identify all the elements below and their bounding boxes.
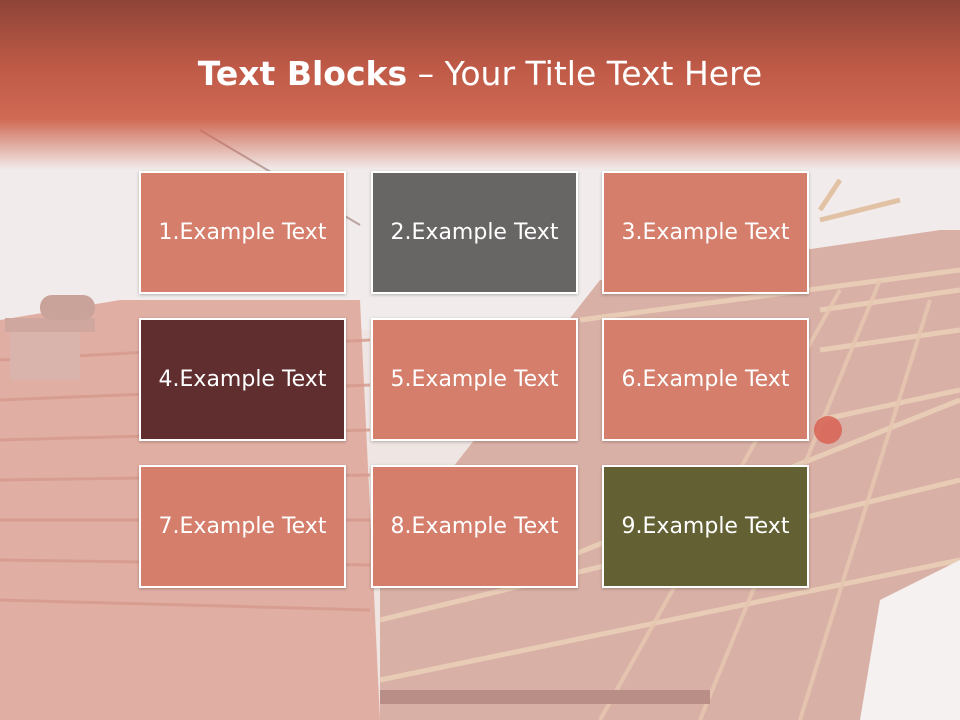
text-block-label: 5.Example Text xyxy=(390,367,559,392)
text-block-label: 4.Example Text xyxy=(158,367,327,392)
text-block-7[interactable]: 7.Example Text xyxy=(139,465,346,588)
text-block-2[interactable]: 2.Example Text xyxy=(371,171,578,294)
text-block-3[interactable]: 3.Example Text xyxy=(602,171,809,294)
text-block-label: 7.Example Text xyxy=(158,514,327,539)
text-block-label: 8.Example Text xyxy=(390,514,559,539)
text-block-4[interactable]: 4.Example Text xyxy=(139,318,346,441)
title-rest-text: – Your Title Text Here xyxy=(407,54,763,93)
text-block-6[interactable]: 6.Example Text xyxy=(602,318,809,441)
text-block-label: 9.Example Text xyxy=(621,514,790,539)
text-block-1[interactable]: 1.Example Text xyxy=(139,171,346,294)
text-block-label: 6.Example Text xyxy=(621,367,790,392)
text-block-label: 1.Example Text xyxy=(158,220,327,245)
title-bold-text: Text Blocks xyxy=(197,54,408,93)
text-block-5[interactable]: 5.Example Text xyxy=(371,318,578,441)
text-block-label: 2.Example Text xyxy=(390,220,559,245)
text-block-8[interactable]: 8.Example Text xyxy=(371,465,578,588)
text-block-label: 3.Example Text xyxy=(621,220,790,245)
slide-title: Text Blocks – Your Title Text Here xyxy=(0,52,960,96)
title-band xyxy=(0,0,960,170)
text-block-9[interactable]: 9.Example Text xyxy=(602,465,809,588)
